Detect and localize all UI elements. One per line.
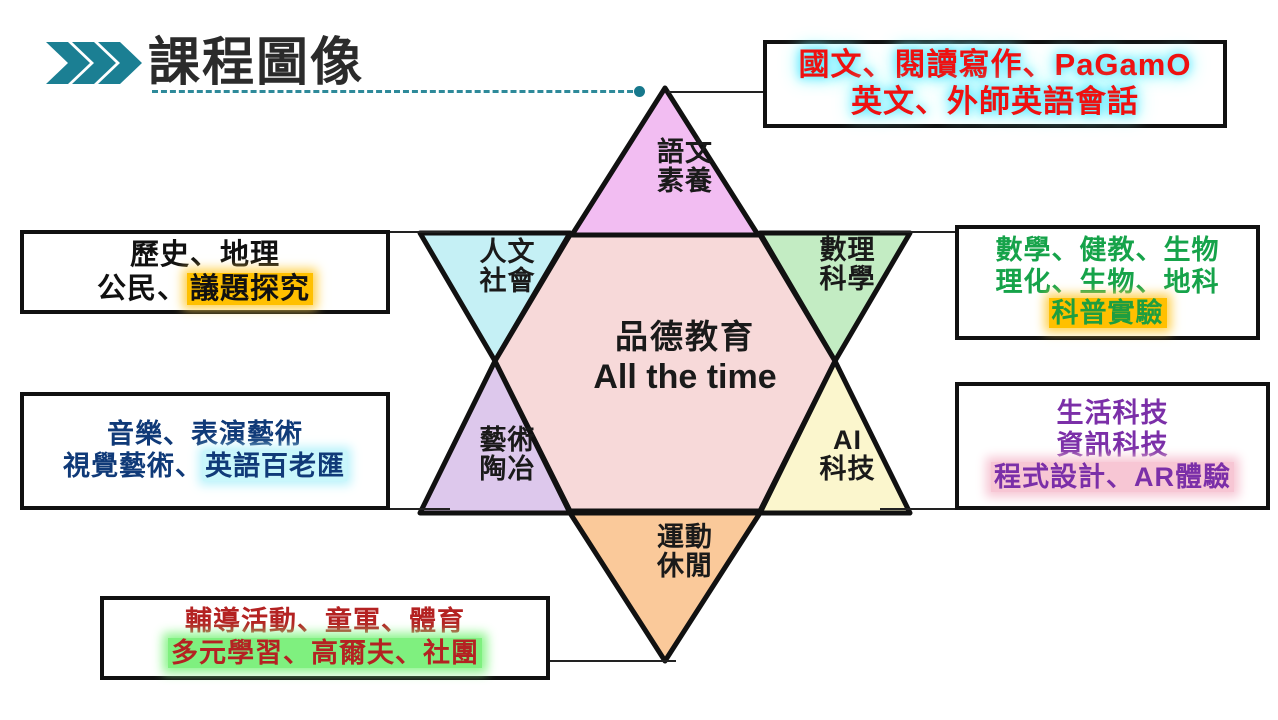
callout-arts: 音樂、表演藝術 視覺藝術、英語百老匯: [20, 392, 390, 510]
callout-arts-line2-a: 視覺藝術、: [63, 451, 203, 481]
connector-humanities: [390, 231, 450, 233]
callout-sports: 輔導活動、童軍、體育 多元學習、高爾夫、社團: [100, 596, 550, 680]
callout-math-highlight: 科普實驗: [1048, 298, 1167, 329]
callout-math-line1: 數學、健教、生物: [995, 234, 1220, 265]
triple-chevron-right-icon: [46, 42, 142, 84]
title-end-dot: [634, 86, 645, 97]
callout-language-line2: 英文、外師英語會話: [851, 84, 1139, 119]
star-label-math: 數理 科學: [819, 235, 876, 295]
callout-humanities-highlight: 議題探究: [187, 273, 314, 305]
star-center-label: 品德教育 All the time: [545, 318, 825, 397]
callout-tech-highlight: 程式設計、AR體驗: [991, 461, 1234, 492]
callout-language-line1: 國文、閱讀寫作、PaGamO: [798, 47, 1192, 83]
callout-math-line2: 理化、生物、地科: [995, 266, 1220, 297]
connector-arts: [390, 508, 450, 510]
callout-sports-line2: 多元學習、高爾夫、社團: [168, 638, 482, 670]
callout-arts-line1: 音樂、表演藝術: [107, 419, 303, 450]
title-underline: [152, 90, 642, 96]
callout-sports-highlight: 多元學習、高爾夫、社團: [168, 638, 482, 668]
callout-humanities-line2-a: 公民、: [96, 273, 187, 305]
callout-language: 國文、閱讀寫作、PaGamO 英文、外師英語會話: [763, 40, 1227, 128]
connector-math: [880, 231, 958, 233]
center-title-en: All the time: [593, 357, 777, 396]
page-header: 課程圖像: [40, 18, 660, 104]
callout-arts-highlight: 英語百老匯: [203, 451, 347, 481]
callout-arts-line2: 視覺藝術、英語百老匯: [63, 451, 347, 483]
callout-sports-line1: 輔導活動、童軍、體育: [185, 606, 465, 637]
star-label-language: 語文 素養: [657, 137, 713, 197]
star-label-humanities: 人文 社會: [479, 237, 536, 297]
star-label-sports: 運動 休閒: [657, 522, 713, 582]
star-label-arts: 藝術 陶冶: [479, 425, 536, 485]
connector-sports: [548, 660, 676, 662]
connector-language: [668, 91, 828, 93]
star-center-hexagon: [492, 232, 838, 514]
callout-humanities: 歷史、地理 公民、議題探究: [20, 230, 390, 314]
callout-tech-line1: 生活科技: [1056, 398, 1169, 429]
curriculum-star-diagram: 語文 素養 人文 社會 數理 科學 藝術 陶冶 AI 科技 運動 休閒 品德教育…: [395, 78, 935, 678]
callout-tech-line3: 程式設計、AR體驗: [991, 461, 1234, 494]
callout-humanities-line2: 公民、議題探究: [96, 272, 314, 306]
connector-aitech: [880, 508, 958, 510]
callout-tech-line2: 資訊科技: [1056, 430, 1169, 461]
callout-humanities-line1: 歷史、地理: [129, 238, 280, 271]
center-title-cn: 品德教育: [615, 318, 755, 355]
callout-math-science: 數學、健教、生物 理化、生物、地科 科普實驗: [955, 225, 1260, 340]
callout-math-line3: 科普實驗: [1048, 298, 1167, 330]
star-label-aitech: AI 科技: [819, 425, 876, 485]
page-title: 課程圖像: [148, 34, 365, 92]
callout-ai-tech: 生活科技 資訊科技 程式設計、AR體驗: [955, 382, 1270, 510]
